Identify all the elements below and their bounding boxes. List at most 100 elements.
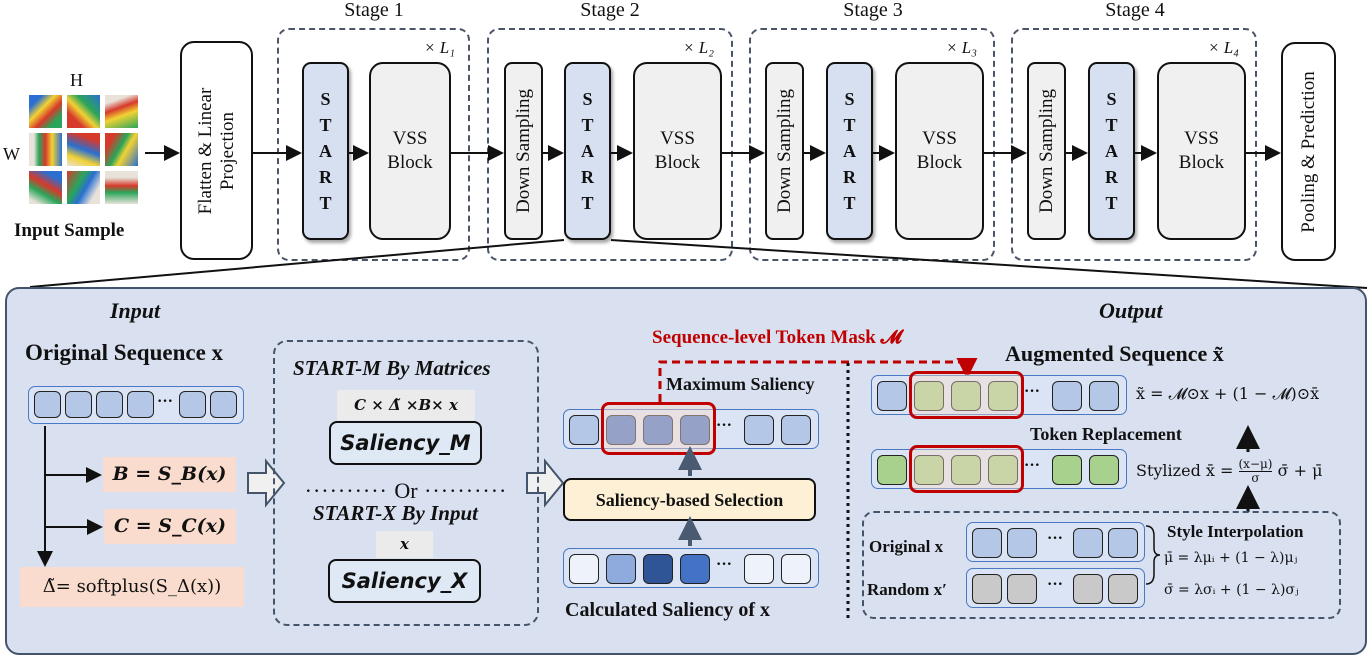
token — [569, 554, 599, 584]
original-x-label: Original x — [869, 537, 944, 556]
token-replaced — [951, 381, 981, 411]
stage-4-title: Stage 4 — [1105, 0, 1165, 21]
eq-delta: Δ̃= softplus(S_Δ(x)) — [20, 567, 244, 607]
w-label: W — [3, 144, 20, 164]
token-replaced — [988, 381, 1018, 411]
eq-c: C = S_C(x) — [104, 509, 236, 544]
augmented-sequence-title: Augmented Sequence x̃ — [1005, 341, 1224, 366]
stage-1 — [277, 28, 470, 261]
start-label: S T A R T — [843, 89, 856, 213]
block-arrow-right — [526, 458, 565, 508]
token — [127, 391, 154, 418]
calculated-saliency-label: Calculated Saliency of x — [565, 599, 770, 621]
patch — [67, 171, 100, 204]
start-x-formula: x — [376, 531, 433, 558]
token — [1052, 455, 1082, 485]
start-block-4: S T A R T — [1088, 62, 1135, 240]
stage-2-repeat: × L₂ — [683, 38, 715, 57]
block-arrow-right — [247, 458, 286, 508]
stylized-suffix: σ̄ + μ̄ — [1277, 461, 1323, 480]
start-block-2: S T A R T — [564, 62, 611, 240]
calculated-saliency-sequence: ··· — [563, 548, 819, 588]
stage-3-repeat: × L₃ — [946, 38, 978, 57]
ellipsis: ··· — [157, 393, 174, 410]
token — [972, 528, 1002, 558]
token — [877, 381, 907, 411]
style-interpolation-box — [862, 511, 1341, 619]
input-title: Input — [110, 298, 161, 323]
token — [1007, 574, 1037, 604]
or-separator: ·········· Or ·········· — [295, 478, 517, 504]
token — [1089, 455, 1119, 485]
patch — [29, 95, 62, 128]
start-m-title: START-M By Matrices — [293, 356, 491, 380]
output-title: Output — [1099, 298, 1163, 323]
token — [988, 455, 1018, 485]
token — [680, 554, 710, 584]
start-label: S T A R T — [319, 89, 332, 213]
start-block-1: S T A R T — [302, 62, 349, 240]
down-sampling-2: Down Sampling — [504, 62, 543, 240]
pooling-block: Pooling & Prediction — [1281, 42, 1336, 261]
token — [1089, 381, 1119, 411]
token — [781, 554, 811, 584]
saliency-based-selection: Saliency-based Selection — [563, 478, 816, 521]
patch — [67, 95, 100, 128]
ellipsis: ··· — [1047, 530, 1064, 547]
augmented-sequence: ··· — [871, 375, 1127, 415]
vss-label: VSS Block — [654, 128, 701, 173]
patch — [29, 133, 62, 166]
dotted-line: ·········· — [417, 478, 508, 503]
token — [34, 391, 61, 418]
token-selected — [606, 415, 636, 445]
start-label: S T A R T — [1105, 89, 1118, 213]
denominator: σ — [1251, 471, 1260, 485]
input-sample-label: Input Sample — [14, 220, 125, 241]
dotted-line: ·········· — [304, 478, 395, 503]
token — [1108, 574, 1138, 604]
zoom-line-left — [29, 239, 565, 288]
vss-block-4: VSS Block — [1157, 62, 1246, 240]
token — [643, 554, 673, 584]
token — [781, 415, 811, 445]
ellipsis: ··· — [1047, 576, 1064, 593]
stage-2 — [487, 28, 733, 261]
vss-block-1: VSS Block — [369, 62, 451, 240]
saliency-m: Saliency_M — [329, 421, 482, 465]
mask-highlight — [909, 371, 1024, 419]
stage-1-title: Stage 1 — [344, 0, 404, 21]
token — [972, 574, 1002, 604]
token — [179, 391, 206, 418]
start-label: S T A R T — [581, 89, 594, 213]
eq-b: B = S_B(x) — [103, 457, 236, 492]
stage-3 — [749, 28, 995, 261]
token-replaced — [914, 381, 944, 411]
patch — [29, 171, 62, 204]
ellipsis: ··· — [1024, 383, 1041, 400]
token — [1073, 574, 1103, 604]
patch — [105, 171, 138, 204]
vss-block-2: VSS Block — [633, 62, 722, 240]
stage-4 — [1011, 28, 1257, 261]
token — [1073, 528, 1103, 558]
or-label: Or — [394, 478, 418, 503]
original-sequence: ··· — [28, 386, 244, 424]
token — [744, 415, 774, 445]
token-selected — [643, 415, 673, 445]
token — [96, 391, 123, 418]
stylized-equation: Stylized x̄ = (x−μ) σ σ̄ + μ̄ — [1136, 458, 1322, 485]
token — [569, 415, 599, 445]
random-x-sequence: ··· — [966, 568, 1145, 608]
stage-3-title: Stage 3 — [843, 0, 903, 21]
zoom-line-right — [610, 239, 1368, 289]
augmented-equation: x̃ = 𝓜⊙x + (1 − 𝓜)⊙x̄ — [1136, 384, 1320, 403]
original-x-sequence: ··· — [966, 522, 1145, 562]
stage-1-repeat: × L₁ — [424, 38, 456, 57]
down-sampling-4: Down Sampling — [1027, 62, 1066, 240]
vss-label: VSS Block — [1178, 128, 1225, 173]
stylized-sequence: ··· — [871, 449, 1127, 489]
token-mask-label: Sequence-level Token Mask 𝓜 — [652, 327, 902, 348]
flatten-block: Flatten & Linear Projection — [180, 41, 253, 260]
vss-label: VSS Block — [916, 128, 963, 173]
